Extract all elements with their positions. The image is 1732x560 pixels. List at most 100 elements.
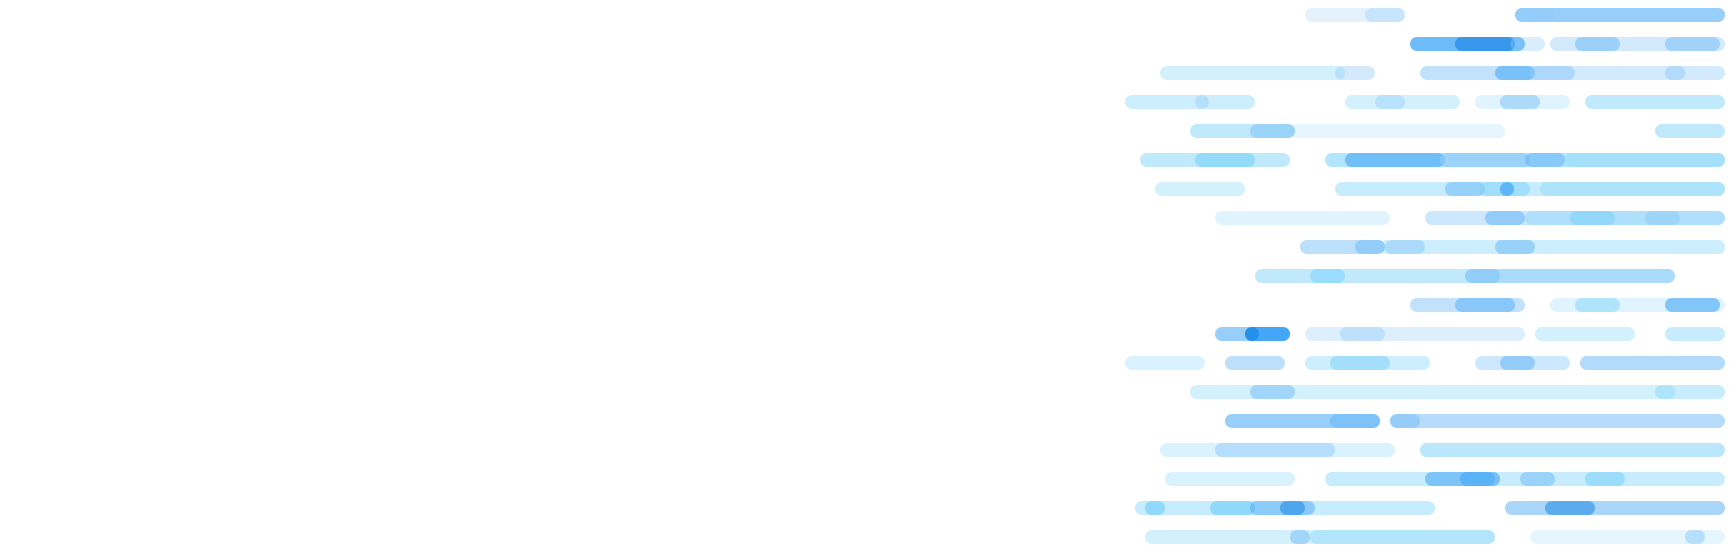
streak-41	[1425, 211, 1725, 225]
streak-83	[1420, 443, 1725, 457]
streak-88	[1520, 472, 1555, 486]
streak-64	[1340, 327, 1385, 341]
streak-52	[1310, 269, 1345, 283]
streak-80	[1390, 414, 1420, 428]
streak-74	[1190, 385, 1675, 399]
streak-22	[1585, 95, 1725, 109]
streak-0	[1305, 8, 1405, 22]
streak-53	[1465, 269, 1500, 283]
streak-35	[1335, 182, 1725, 196]
streak-84	[1165, 472, 1295, 486]
streak-75	[1250, 385, 1295, 399]
streak-13	[1495, 66, 1535, 80]
streak-12	[1420, 66, 1575, 80]
streak-77	[1225, 414, 1380, 428]
streak-23	[1190, 124, 1295, 138]
streak-37	[1480, 182, 1530, 196]
streak-24	[1250, 124, 1295, 138]
streak-19	[1375, 95, 1405, 109]
streak-18	[1345, 95, 1460, 109]
streak-86	[1425, 472, 1495, 486]
streak-6	[1510, 37, 1545, 51]
streak-97	[1145, 530, 1495, 544]
streak-31	[1440, 153, 1530, 167]
streak-62	[1245, 327, 1290, 341]
streak-33	[1565, 153, 1725, 167]
streak-73	[1580, 356, 1725, 370]
streak-66	[1665, 327, 1725, 341]
streak-76	[1655, 385, 1725, 399]
streak-99	[1310, 530, 1495, 544]
streak-20	[1475, 95, 1570, 109]
streak-17	[1195, 95, 1209, 109]
streak-92	[1210, 501, 1255, 515]
streak-14	[1530, 66, 1725, 80]
streak-90	[1135, 501, 1435, 515]
streak-69	[1305, 356, 1430, 370]
streak-93	[1250, 501, 1315, 515]
streak-38	[1500, 182, 1514, 196]
streak-65	[1535, 327, 1635, 341]
streak-15	[1665, 66, 1685, 80]
streak-85	[1325, 472, 1725, 486]
streak-100	[1530, 530, 1725, 544]
streak-91	[1145, 501, 1165, 515]
streak-96	[1545, 501, 1595, 515]
streak-4	[1410, 37, 1525, 51]
streak-54	[1470, 269, 1675, 283]
streak-89	[1585, 472, 1625, 486]
streak-3	[1515, 8, 1555, 22]
streak-60	[1215, 327, 1290, 341]
streak-59	[1665, 298, 1720, 312]
streak-5	[1455, 37, 1515, 51]
streak-16	[1125, 95, 1255, 109]
streak-34	[1155, 182, 1245, 196]
streak-98	[1290, 530, 1310, 544]
streak-82	[1215, 443, 1335, 457]
streak-30	[1345, 153, 1445, 167]
streak-67	[1125, 356, 1205, 370]
streak-56	[1455, 298, 1515, 312]
streak-42	[1485, 211, 1525, 225]
streak-2	[1515, 8, 1725, 22]
streak-61	[1245, 327, 1259, 341]
streak-11	[1335, 66, 1375, 80]
streak-46	[1300, 240, 1385, 254]
streak-9	[1665, 37, 1720, 51]
streak-79	[1390, 414, 1725, 428]
streak-51	[1255, 269, 1675, 283]
streak-44	[1570, 211, 1615, 225]
streak-70	[1330, 356, 1390, 370]
streak-32	[1525, 153, 1565, 167]
streak-87	[1460, 472, 1500, 486]
streak-10	[1160, 66, 1345, 80]
streak-72	[1500, 356, 1535, 370]
streak-47	[1355, 240, 1385, 254]
streak-81	[1160, 443, 1395, 457]
streak-21	[1500, 95, 1540, 109]
streak-45	[1645, 211, 1680, 225]
streak-36	[1445, 182, 1485, 196]
streak-8	[1575, 37, 1620, 51]
streak-55	[1410, 298, 1525, 312]
streak-50	[1495, 240, 1535, 254]
streak-7	[1550, 37, 1725, 51]
streak-49	[1385, 240, 1425, 254]
streak-63	[1305, 327, 1525, 341]
streak-68	[1225, 356, 1285, 370]
streak-95	[1505, 501, 1725, 515]
streak-94	[1280, 501, 1305, 515]
streak-48	[1380, 240, 1725, 254]
streak-78	[1330, 414, 1380, 428]
streak-1	[1365, 8, 1405, 22]
streak-58	[1575, 298, 1620, 312]
streak-39	[1540, 182, 1725, 196]
streak-27	[1140, 153, 1290, 167]
streak-101	[1685, 530, 1705, 544]
streak-71	[1475, 356, 1570, 370]
streak-57	[1550, 298, 1725, 312]
streak-43	[1525, 211, 1725, 225]
streak-26	[1655, 124, 1725, 138]
